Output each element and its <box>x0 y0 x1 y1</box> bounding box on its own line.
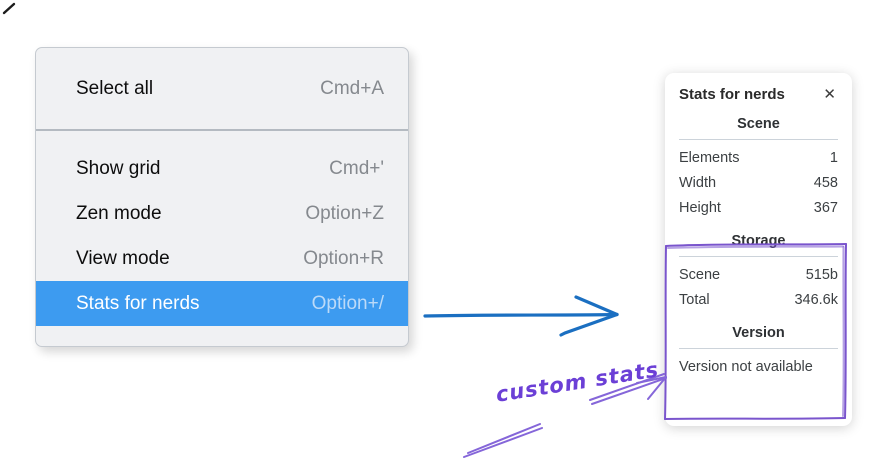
corner-pen-mark <box>2 2 16 15</box>
version-note: Version not available <box>679 359 813 375</box>
menu-item-label: Zen mode <box>76 202 162 224</box>
stat-value: 1 <box>829 149 838 166</box>
menu-item-label: Stats for nerds <box>76 292 200 314</box>
close-icon[interactable]: ✕ <box>823 85 836 103</box>
menu-section-bottom: Show grid Cmd+' Zen mode Option+Z View m… <box>36 131 408 344</box>
stats-panel: Stats for nerds ✕ Scene Elements 1 Width… <box>665 73 852 426</box>
menu-item-label: View mode <box>76 247 170 269</box>
stat-row-elements: Elements 1 <box>679 145 838 170</box>
menu-item-show-grid[interactable]: Show grid Cmd+' <box>36 146 408 191</box>
custom-stats-label: custom stats <box>494 357 661 407</box>
storage-section-header: Storage <box>731 233 786 249</box>
stat-label: Width <box>679 174 717 191</box>
menu-item-stats-for-nerds[interactable]: Stats for nerds Option+/ <box>36 281 408 326</box>
stat-row-width: Width 458 <box>679 170 838 195</box>
menu-item-shortcut: Option+Z <box>305 202 384 224</box>
stat-row-height: Height 367 <box>679 195 838 220</box>
menu-item-shortcut: Cmd+A <box>320 77 384 99</box>
context-menu: Select all Cmd+A Show grid Cmd+' Zen mod… <box>35 47 409 347</box>
menu-item-label: Show grid <box>76 157 161 179</box>
stat-row-total-storage: Total 346.6k <box>679 287 838 312</box>
menu-item-zen-mode[interactable]: Zen mode Option+Z <box>36 191 408 236</box>
scene-divider <box>679 139 838 140</box>
storage-divider <box>679 256 838 257</box>
version-divider <box>679 348 838 349</box>
stat-value: 367 <box>813 199 838 216</box>
stat-label: Total <box>679 291 710 308</box>
stat-value: 515b <box>805 266 838 283</box>
blue-arrow <box>423 295 619 337</box>
stat-row-scene-storage: Scene 515b <box>679 262 838 287</box>
stats-panel-header: Stats for nerds ✕ <box>679 86 838 103</box>
stat-label: Height <box>679 199 721 216</box>
scene-section-header: Scene <box>737 116 780 132</box>
menu-item-view-mode[interactable]: View mode Option+R <box>36 236 408 281</box>
menu-section-top: Select all Cmd+A <box>36 48 408 129</box>
menu-item-label: Select all <box>76 77 154 99</box>
stat-value: 346.6k <box>794 291 838 308</box>
stats-panel-title: Stats for nerds <box>679 86 785 103</box>
stat-label: Scene <box>679 266 721 283</box>
custom-stats-arrow <box>463 373 667 458</box>
menu-item-select-all[interactable]: Select all Cmd+A <box>36 66 408 111</box>
menu-divider <box>36 129 408 131</box>
menu-item-shortcut: Option+/ <box>311 292 384 314</box>
version-section-header: Version <box>732 325 785 341</box>
stat-value: 458 <box>813 174 838 191</box>
menu-item-shortcut: Cmd+' <box>329 157 384 179</box>
menu-item-shortcut: Option+R <box>303 247 384 269</box>
stat-label: Elements <box>679 149 740 166</box>
